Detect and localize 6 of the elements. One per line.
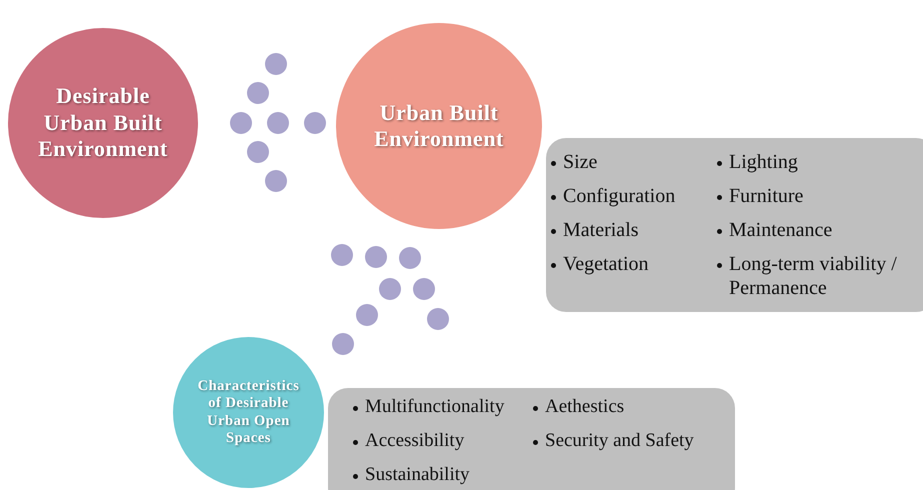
- list-panel: [328, 388, 735, 490]
- circle-title: Desirable Urban Built Environment: [37, 83, 169, 163]
- circle-title: Urban Built Environment: [373, 100, 505, 152]
- list-panel: [546, 138, 923, 312]
- bullet-item: Sustainability: [352, 464, 545, 487]
- circle-title: Characteristics of Desirable Urban Open Spaces: [196, 378, 300, 448]
